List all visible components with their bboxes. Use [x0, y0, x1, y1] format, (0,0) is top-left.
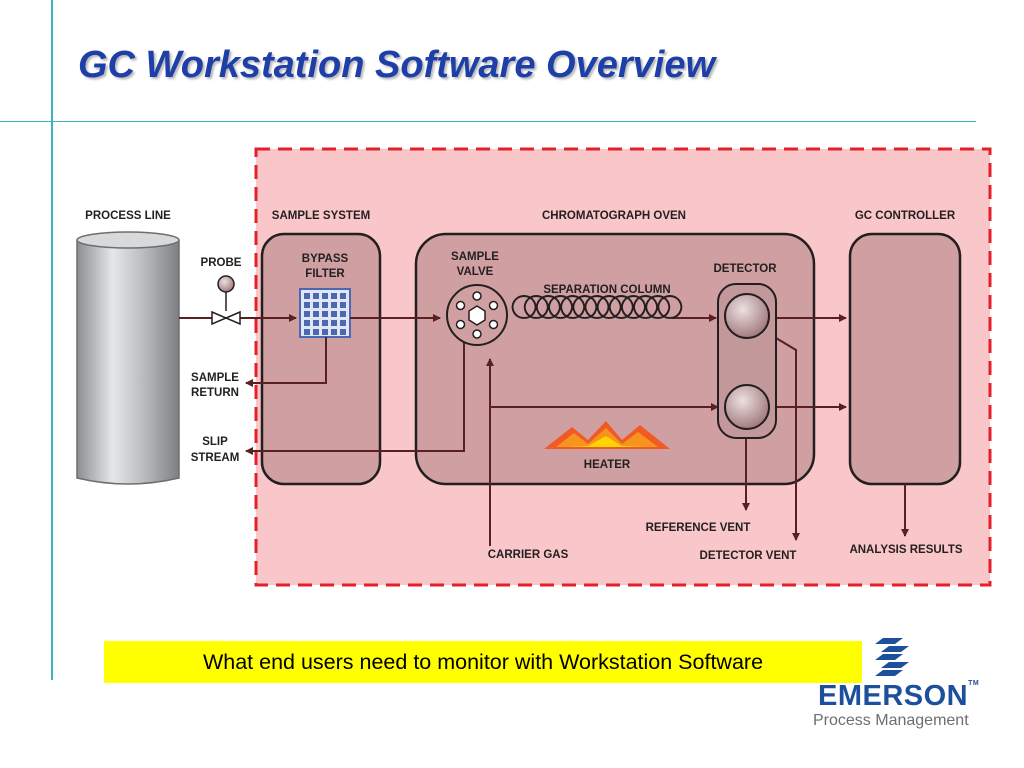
label-sample-valve-1: SAMPLE: [451, 251, 499, 263]
heater-flame-icon: [544, 421, 670, 449]
label-sample-valve-2: VALVE: [457, 266, 494, 278]
chromatograph-oven-box: [414, 232, 816, 486]
process-line-pipe: [76, 231, 180, 485]
bypass-filter-icon: [299, 288, 351, 338]
sample-valve-icon: [446, 284, 508, 346]
label-sample-system: SAMPLE SYSTEM: [272, 210, 370, 222]
title-underline: [0, 121, 976, 122]
emerson-wordmark: EMERSONTM: [818, 680, 979, 713]
label-separation-column: SEPARATION COLUMN: [543, 284, 670, 296]
label-bypass-filter-1: BYPASS: [302, 253, 349, 265]
gc-process-diagram: PROCESS LINE PROBE SAMPLE RETURN SLIP ST…: [76, 147, 992, 587]
slide-title: GC Workstation Software Overview: [78, 44, 716, 86]
left-accent-line: [51, 0, 53, 680]
label-slip-stream-1: SLIP: [202, 436, 228, 448]
emerson-name: EMERSON: [818, 680, 969, 712]
emerson-logo-icon: [875, 638, 909, 676]
label-reference-vent: REFERENCE VENT: [646, 522, 751, 534]
detector-icon: [717, 283, 777, 439]
trademark-mark: TM: [968, 680, 980, 687]
gc-controller-box: [848, 232, 962, 486]
label-detector: DETECTOR: [713, 263, 777, 275]
label-probe: PROBE: [201, 257, 242, 269]
callout-banner: What end users need to monitor with Work…: [104, 641, 862, 683]
label-detector-vent: DETECTOR VENT: [700, 550, 797, 562]
label-slip-stream-2: STREAM: [191, 452, 240, 464]
label-gc-controller: GC CONTROLLER: [855, 210, 956, 222]
label-heater: HEATER: [584, 459, 631, 471]
label-sample-return-2: RETURN: [191, 387, 239, 399]
label-sample-return-1: SAMPLE: [191, 372, 239, 384]
label-carrier-gas: CARRIER GAS: [488, 549, 569, 561]
label-process-line: PROCESS LINE: [85, 210, 171, 222]
label-chromatograph-oven: CHROMATOGRAPH OVEN: [542, 210, 686, 222]
label-analysis-results: ANALYSIS RESULTS: [849, 544, 962, 556]
separation-column-coil: [511, 295, 683, 319]
process-management-label: Process Management: [813, 712, 969, 729]
label-bypass-filter-2: FILTER: [305, 268, 345, 280]
probe-icon: [211, 275, 241, 326]
